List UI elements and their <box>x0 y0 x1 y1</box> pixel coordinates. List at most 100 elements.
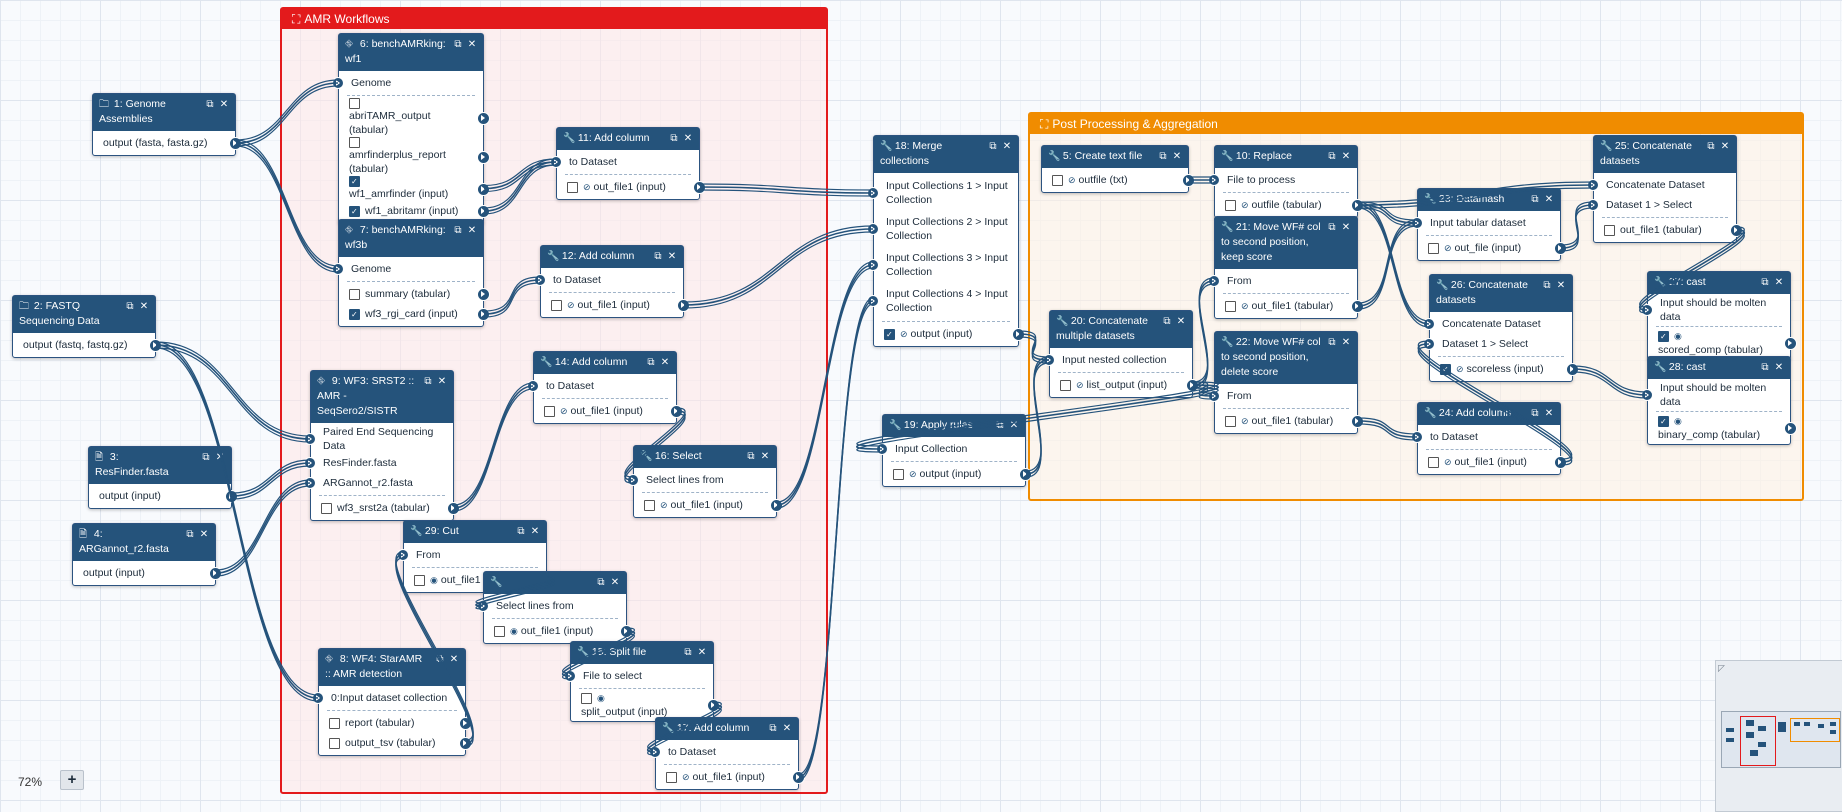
node-header[interactable]: 🗎 4: ARGannot_r2.fasta⧉✕ <box>73 524 215 561</box>
close-icon[interactable]: ✕ <box>1341 337 1351 348</box>
copy-icon[interactable]: ⧉ <box>1328 151 1336 162</box>
node-input[interactable]: Input Collection <box>876 439 1025 459</box>
output-checkbox[interactable] <box>329 717 340 729</box>
node-header[interactable]: 🔧 11: Add column⧉✕ <box>557 128 699 150</box>
minimap-viewport[interactable] <box>1721 711 1841 768</box>
output-checkbox[interactable] <box>1225 415 1236 427</box>
node-input[interactable]: ResFinder.fasta <box>304 453 453 473</box>
workflow-node-n5[interactable]: 🔧 5: Create text file⧉✕⊘outfile (txt) <box>1041 145 1195 193</box>
workflow-node-n16[interactable]: 🔧 16: Select⧉✕Select lines from⊘out_file… <box>627 445 783 518</box>
copy-icon[interactable]: ⧉ <box>202 452 210 463</box>
output-terminal[interactable] <box>1351 415 1364 428</box>
eye-icon[interactable]: ◉ <box>597 693 605 703</box>
node-output[interactable]: ⊘scoreless (input) <box>1430 359 1579 379</box>
close-icon[interactable]: ✕ <box>667 251 677 262</box>
output-checkbox[interactable] <box>666 771 677 783</box>
workflow-node-n8[interactable]: ⛗ 8: WF4: StarAMR :: AMR detection⧉✕0:In… <box>312 648 472 756</box>
output-checkbox[interactable] <box>1440 363 1451 377</box>
input-terminal[interactable] <box>649 746 661 758</box>
node-output[interactable]: ⊘out_file1 (tabular) <box>1215 411 1364 431</box>
node-input[interactable]: Concatenate Dataset <box>1423 314 1572 334</box>
copy-icon[interactable]: ⧉ <box>647 357 655 368</box>
input-terminal[interactable] <box>550 156 562 168</box>
node-header[interactable]: 🔧 18: Merge collections⧉✕ <box>874 136 1018 173</box>
node-header[interactable]: 🔧 28: cast⧉✕ <box>1648 357 1790 379</box>
close-icon[interactable]: ✕ <box>1172 151 1182 162</box>
copy-icon[interactable]: ⧉ <box>1159 151 1167 162</box>
output-terminal[interactable] <box>477 205 490 218</box>
input-terminal[interactable] <box>397 549 409 561</box>
output-checkbox[interactable] <box>349 137 360 148</box>
node-input[interactable]: Input Collections 1 > Input Collection <box>867 175 1018 211</box>
output-terminal[interactable] <box>1186 379 1199 392</box>
node-header[interactable]: ⛗ 6: benchAMRking: wf1⧉✕ <box>339 34 483 71</box>
output-checkbox[interactable] <box>644 499 655 511</box>
workflow-node-n9[interactable]: ⛗ 9: WF3: SRST2 :: AMR - SeqSero2/SISTR⧉… <box>304 370 460 521</box>
node-output[interactable]: output (input) <box>73 563 222 583</box>
close-icon[interactable]: ✕ <box>1341 222 1351 233</box>
copy-icon[interactable]: ⧉ <box>747 451 755 462</box>
node-header[interactable]: 🔧 21: Move WF# col to second position, k… <box>1215 217 1357 269</box>
node-header[interactable]: 🔧 25: Concatenate datasets⧉✕ <box>1594 136 1736 173</box>
node-input[interactable]: to Dataset <box>534 270 683 290</box>
input-terminal[interactable] <box>1423 318 1435 330</box>
node-header[interactable]: 🔧 22: Move WF# col to second position, d… <box>1215 332 1357 384</box>
close-icon[interactable]: ✕ <box>1774 362 1784 373</box>
node-input[interactable]: Input should be molten data <box>1641 381 1790 409</box>
output-terminal[interactable] <box>1730 224 1743 237</box>
node-header[interactable]: 🔧 12: Add column⧉✕ <box>541 246 683 268</box>
copy-icon[interactable]: ⧉ <box>424 376 432 387</box>
workflow-node-n3[interactable]: 🗎 3: ResFinder.fasta⧉✕output (input) <box>88 446 238 509</box>
output-checkbox[interactable] <box>349 288 360 300</box>
node-input[interactable]: File to process <box>1208 170 1357 190</box>
eye-slash-icon[interactable]: ⊘ <box>1241 416 1249 426</box>
node-header[interactable]: 🗎 3: ResFinder.fasta⧉✕ <box>89 447 231 484</box>
node-header[interactable]: 🔧 20: Concatenate multiple datasets⧉✕ <box>1050 311 1192 348</box>
output-terminal[interactable] <box>477 111 490 125</box>
output-terminal[interactable] <box>670 405 683 418</box>
workflow-node-n11[interactable]: 🔧 11: Add column⧉✕to Dataset⊘out_file1 (… <box>550 127 706 200</box>
copy-icon[interactable]: ⧉ <box>186 529 194 540</box>
input-terminal[interactable] <box>1208 390 1220 402</box>
workflow-node-n26[interactable]: 🔧 26: Concatenate datasets⧉✕Concatenate … <box>1423 274 1579 382</box>
workflow-node-n14[interactable]: 🔧 14: Add column⧉✕to Dataset⊘out_file1 (… <box>527 351 683 424</box>
output-checkbox[interactable] <box>884 328 895 342</box>
input-terminal[interactable] <box>1641 389 1653 401</box>
eye-icon[interactable]: ◉ <box>1674 331 1682 341</box>
workflow-node-n17[interactable]: 🔧 17: Add column⧉✕to Dataset⊘out_file1 (… <box>649 717 805 790</box>
copy-icon[interactable]: ⧉ <box>1531 408 1539 419</box>
copy-icon[interactable]: ⧉ <box>670 133 678 144</box>
node-input[interactable]: Input nested collection <box>1043 350 1192 370</box>
output-terminal[interactable] <box>707 699 720 712</box>
close-icon[interactable]: ✕ <box>697 647 707 658</box>
output-terminal[interactable] <box>477 150 490 164</box>
node-header[interactable]: 🔧 24: Add column⧉✕ <box>1418 403 1560 425</box>
node-output[interactable]: report (tabular) <box>319 713 472 733</box>
node-header[interactable]: 🔧 10: Replace⧉✕ <box>1215 146 1357 168</box>
close-icon[interactable]: ✕ <box>219 99 229 110</box>
copy-icon[interactable]: ⧉ <box>1543 280 1551 291</box>
node-input[interactable]: Select lines from <box>477 596 626 616</box>
input-terminal[interactable] <box>1411 217 1423 229</box>
eye-slash-icon[interactable]: ⊘ <box>560 406 568 416</box>
node-output[interactable]: output_tsv (tabular) <box>319 733 472 753</box>
eye-slash-icon[interactable]: ⊘ <box>1456 364 1464 374</box>
copy-icon[interactable]: ⧉ <box>206 99 214 110</box>
eye-slash-icon[interactable]: ⊘ <box>1444 243 1452 253</box>
copy-icon[interactable]: ⧉ <box>1531 194 1539 205</box>
node-output[interactable]: wf3_srst2a (tabular) <box>311 498 460 518</box>
node-header[interactable]: 🔧 14: Add column⧉✕ <box>534 352 676 374</box>
output-checkbox[interactable] <box>1658 330 1669 344</box>
output-terminal[interactable] <box>209 567 222 580</box>
output-terminal[interactable] <box>677 299 690 312</box>
node-output[interactable]: ⊘out_file1 (input) <box>557 177 706 197</box>
input-terminal[interactable] <box>1411 431 1423 443</box>
close-icon[interactable]: ✕ <box>760 451 770 462</box>
node-input[interactable]: to Dataset <box>527 376 676 396</box>
node-output[interactable]: ⊘out_file1 (tabular) <box>1215 296 1364 316</box>
eye-slash-icon[interactable]: ⊘ <box>660 500 668 510</box>
node-input[interactable]: Concatenate Dataset <box>1587 175 1736 195</box>
workflow-node-n4[interactable]: 🗎 4: ARGannot_r2.fasta⧉✕output (input) <box>72 523 222 586</box>
node-output[interactable]: ◉out_file1 (input) <box>484 621 633 641</box>
